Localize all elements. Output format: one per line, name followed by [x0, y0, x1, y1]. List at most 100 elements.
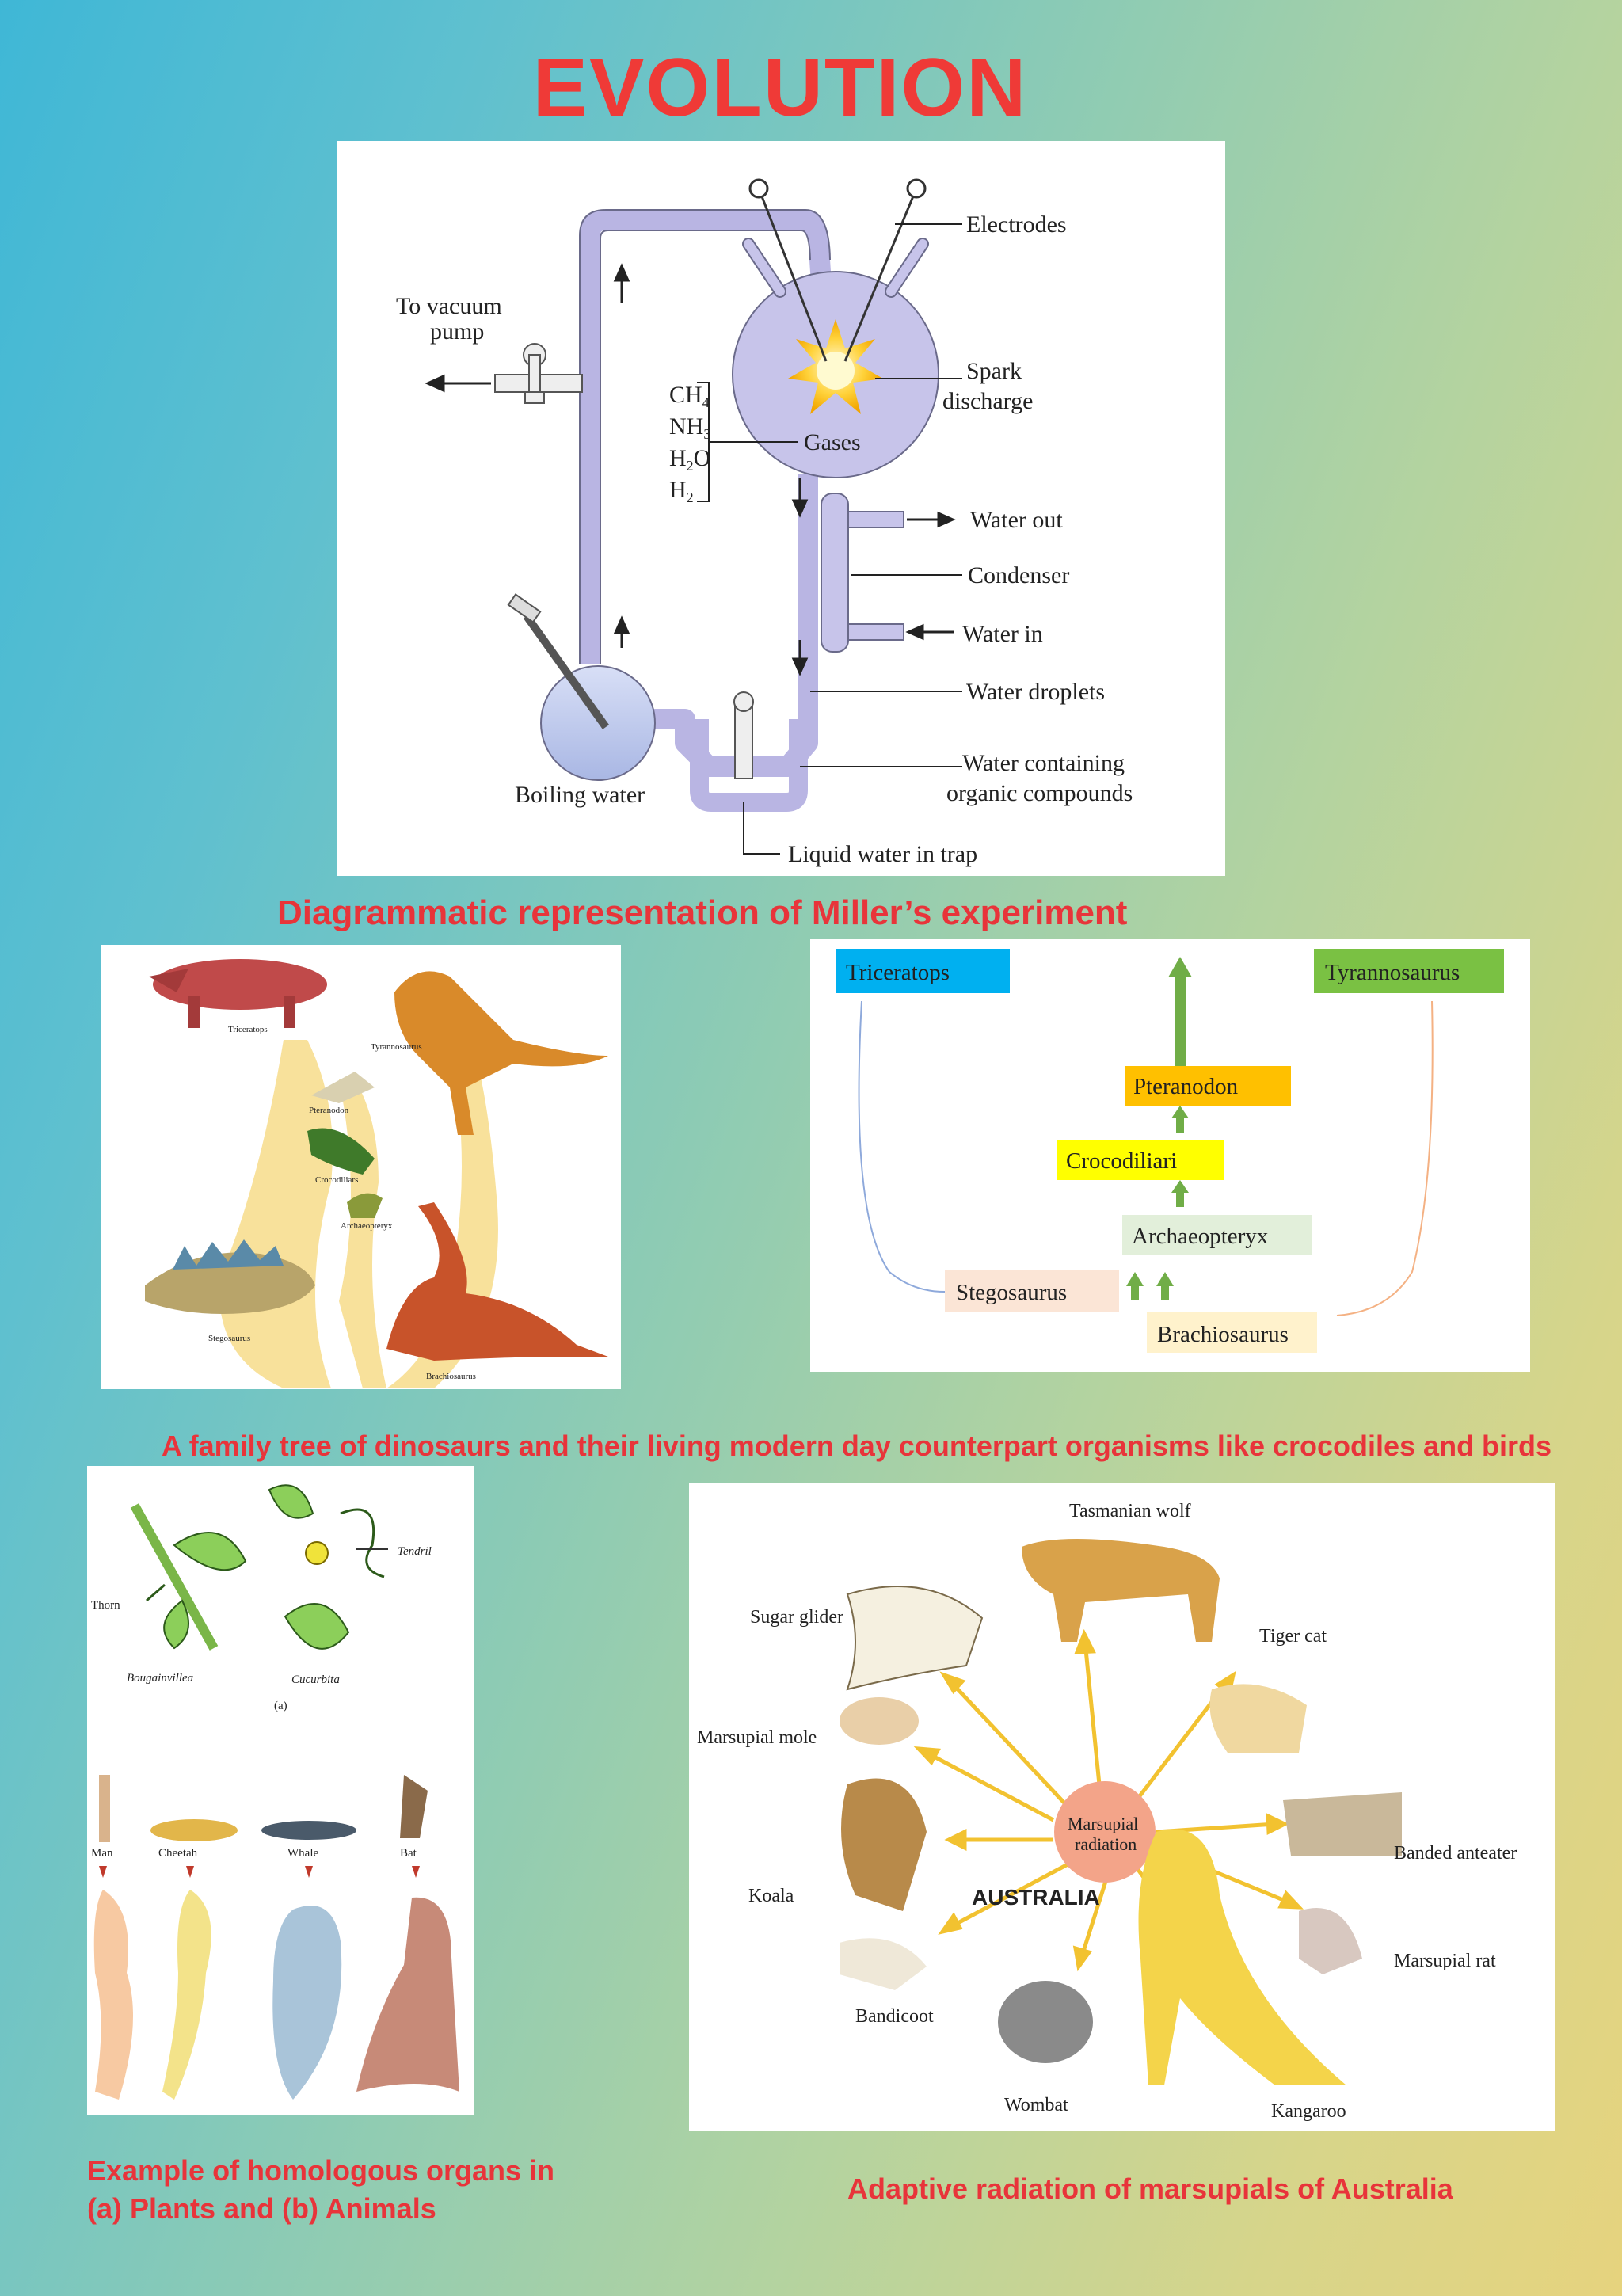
node-stegosaurus-box	[945, 1270, 1119, 1312]
label-gas-h2o: H2O	[669, 445, 710, 474]
tree-arrows	[1126, 957, 1192, 1300]
label-bat: Bat	[400, 1847, 417, 1860]
label-tiger-cat: Tiger cat	[1259, 1626, 1327, 1647]
dinosaur-family-tree: Triceratops Tyrannosaurus Pteranodon Cro…	[836, 949, 1504, 1353]
miller-caption: Diagrammatic representation of Miller’s …	[277, 893, 1128, 932]
bougainvillea-figure	[130, 1503, 247, 1651]
node-archaeopteryx-box	[1122, 1215, 1312, 1255]
condenser-arrows	[905, 511, 956, 641]
label-vacuum-line2: pump	[430, 318, 484, 345]
miller-apparatus-diagram: Electrodes To vacuum pump Spark discharg…	[396, 178, 1133, 867]
downward-arrows	[99, 1866, 420, 1878]
homologous-organs-diagram: Thorn Tendril Bougainvillea Cucurbita (a…	[91, 1484, 459, 2100]
label-man: Man	[91, 1847, 113, 1860]
node-tyrannosaurus: Tyrannosaurus	[1325, 960, 1460, 985]
label-tasmanian-wolf: Tasmanian wolf	[1069, 1501, 1191, 1521]
label-gas-nh3: NH3	[669, 413, 710, 442]
radiation-center	[1054, 1781, 1156, 1883]
node-pteranodon-box	[1125, 1066, 1291, 1106]
label-cucurbita: Cucurbita	[291, 1673, 340, 1686]
label-spark-line2: discharge	[942, 388, 1033, 414]
miller-experiment-panel: Electrodes To vacuum pump Spark discharg…	[337, 141, 1225, 876]
dino-label-tyrannosaurus: Tyrannosaurus	[371, 1042, 422, 1052]
marsupial-radiation-diagram: Tasmanian wolf Sugar glider Tiger cat Ma…	[697, 1501, 1517, 2122]
label-kangaroo: Kangaroo	[1271, 2101, 1346, 2122]
label-bandicoot: Bandicoot	[855, 2006, 934, 2027]
label-gas-ch4: CH4	[669, 382, 710, 410]
vacuum-arrow	[425, 374, 491, 393]
dino-label-brachiosaurus: Brachiosaurus	[426, 1372, 476, 1381]
electrodes	[748, 178, 927, 362]
label-tendril: Tendril	[398, 1545, 432, 1558]
leader-lines	[743, 223, 962, 855]
node-triceratops: Triceratops	[846, 960, 950, 985]
label-boiling-water: Boiling water	[515, 782, 645, 808]
label-koala: Koala	[748, 1886, 794, 1906]
dinosaur-caption: A family tree of dinosaurs and their liv…	[162, 1430, 1552, 1462]
dino-label-crocodiliars: Crocodiliars	[315, 1175, 358, 1185]
label-condenser: Condenser	[968, 562, 1069, 588]
label-organic-line2: organic compounds	[946, 780, 1133, 806]
cucurbita-figure	[268, 1484, 388, 1650]
label-electrodes: Electrodes	[966, 211, 1067, 238]
node-pteranodon: Pteranodon	[1133, 1074, 1239, 1099]
label-organic-line1: Water containing	[962, 750, 1125, 776]
node-tyrannosaurus-box	[1314, 949, 1504, 993]
homologous-caption-line2: (a) Plants and (b) Animals	[87, 2192, 436, 2225]
node-brachiosaurus-box	[1147, 1312, 1317, 1353]
archaeopteryx-figure	[347, 1193, 383, 1218]
marsupial-caption: Adaptive radiation of marsupials of Aust…	[847, 2172, 1453, 2205]
tyrannosaurus-figure	[394, 971, 608, 1135]
node-stegosaurus: Stegosaurus	[956, 1280, 1067, 1305]
water-trap	[690, 691, 808, 812]
triceratops-figure	[149, 959, 327, 1028]
node-crocodiliari-box	[1057, 1140, 1224, 1180]
condenser	[821, 493, 904, 653]
node-crocodiliari: Crocodiliari	[1066, 1148, 1177, 1174]
label-liquid-trap: Liquid water in trap	[788, 841, 977, 867]
label-wombat: Wombat	[1004, 2095, 1068, 2115]
node-archaeopteryx: Archaeopteryx	[1132, 1224, 1269, 1249]
dino-label-stegosaurus: Stegosaurus	[208, 1334, 250, 1343]
label-vacuum-line1: To vacuum	[396, 293, 502, 319]
homologous-caption-line1: Example of homologous organs in	[87, 2154, 555, 2187]
glass-tubing-outline	[579, 209, 831, 664]
label-marsupial-mole: Marsupial mole	[697, 1727, 817, 1748]
brachiosaurus-figure	[386, 1202, 608, 1361]
spark-flask	[732, 238, 939, 478]
marsupial-radiation-panel: Tasmanian wolf Sugar glider Tiger cat Ma…	[689, 1483, 1555, 2131]
label-gases: Gases	[804, 429, 861, 455]
animal-thumbnails	[99, 1775, 428, 1842]
node-brachiosaurus: Brachiosaurus	[1157, 1322, 1289, 1347]
label-water-in: Water in	[962, 621, 1043, 647]
stegosaurus-figure	[145, 1239, 315, 1314]
forelimb-bones	[93, 1890, 459, 2100]
flow-arrows	[613, 263, 809, 676]
animal-figures	[840, 1539, 1402, 2085]
pteranodon-figure	[311, 1072, 375, 1103]
label-banded-anteater: Banded anteater	[1394, 1843, 1517, 1864]
tree-lineage-curves	[858, 1000, 1434, 1316]
dinosaur-tree-panel: Triceratops Tyrannosaurus Pteranodon Cro…	[810, 939, 1530, 1372]
boiling-flask	[507, 593, 656, 781]
dino-label-pteranodon: Pteranodon	[309, 1106, 349, 1115]
label-whale: Whale	[287, 1847, 318, 1860]
label-marsupial-rat: Marsupial rat	[1394, 1951, 1496, 1971]
label-sugar-glider: Sugar glider	[750, 1607, 843, 1628]
crocodilian-figure	[307, 1128, 375, 1175]
dinosaur-evolution-illustration: Triceratops Tyrannosaurus Pteranodon Cro…	[145, 959, 608, 1388]
gas-bracket	[697, 382, 798, 502]
label-part-a: (a)	[274, 1700, 287, 1712]
dino-label-triceratops: Triceratops	[228, 1025, 268, 1034]
label-radiation-center-line1: Marsupial	[1068, 1814, 1138, 1833]
dinosaur-illustration-panel: Triceratops Tyrannosaurus Pteranodon Cro…	[101, 945, 621, 1389]
label-spark-line1: Spark	[966, 358, 1022, 384]
node-triceratops-box	[836, 949, 1010, 993]
label-radiation-center-line2: radiation	[1075, 1834, 1137, 1854]
vacuum-stopcock	[494, 343, 583, 404]
label-gas-h2: H2	[669, 477, 694, 505]
page-title: EVOLUTION	[532, 42, 1028, 134]
label-water-droplets: Water droplets	[966, 679, 1105, 705]
label-bougainvillea: Bougainvillea	[127, 1672, 193, 1685]
homologous-organs-panel: Thorn Tendril Bougainvillea Cucurbita (a…	[87, 1466, 474, 2115]
